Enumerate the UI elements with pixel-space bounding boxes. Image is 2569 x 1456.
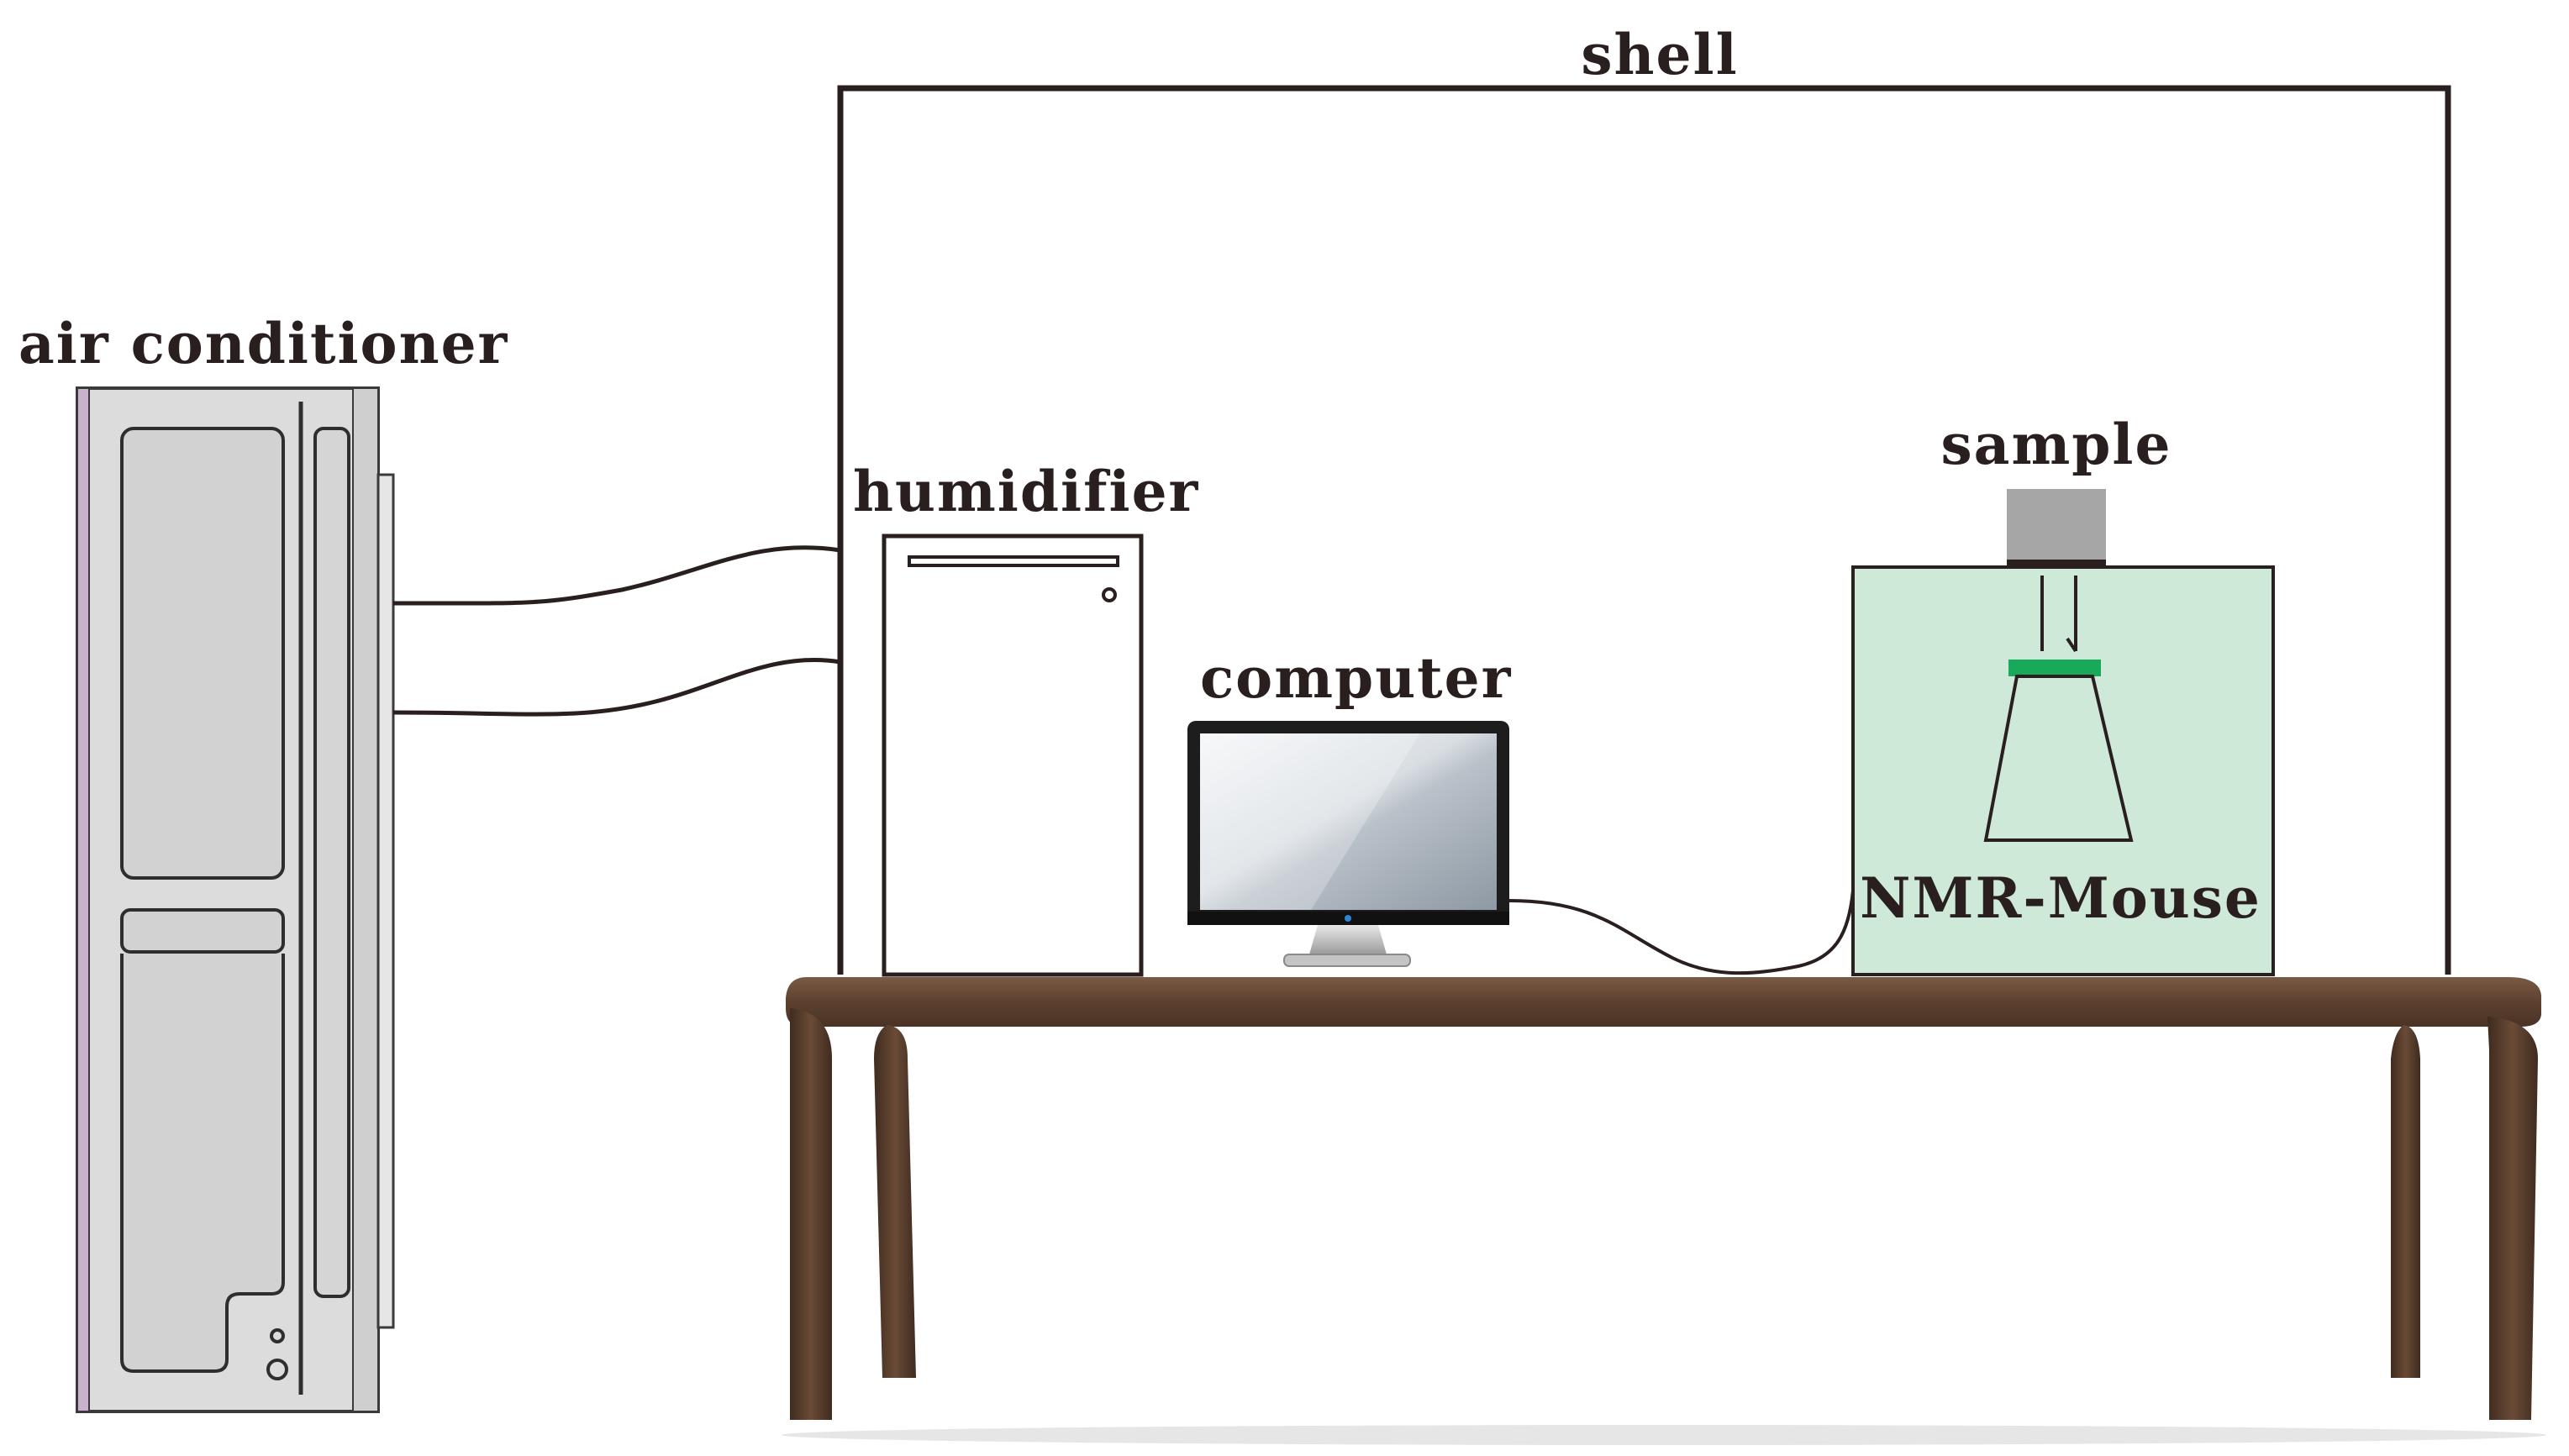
computer-label: computer bbox=[1200, 645, 1512, 711]
air-conditioner-label: air conditioner bbox=[18, 311, 508, 376]
humidifier-label: humidifier bbox=[853, 459, 1199, 524]
air-ducts bbox=[392, 545, 841, 717]
sample-label: sample bbox=[1941, 412, 2172, 477]
shell-label: shell bbox=[1581, 22, 1738, 87]
sample-block bbox=[2007, 489, 2106, 567]
table-icon bbox=[782, 977, 2546, 1445]
nmr-mouse-label: NMR-Mouse bbox=[1860, 865, 2261, 931]
data-cable bbox=[1508, 890, 1855, 975]
humidifier-icon bbox=[882, 534, 1144, 977]
shell bbox=[837, 85, 2451, 975]
air-conditioner-icon bbox=[76, 386, 395, 1413]
nmr-mouse-icon bbox=[1851, 565, 2275, 976]
monitor-icon bbox=[1187, 721, 1509, 967]
